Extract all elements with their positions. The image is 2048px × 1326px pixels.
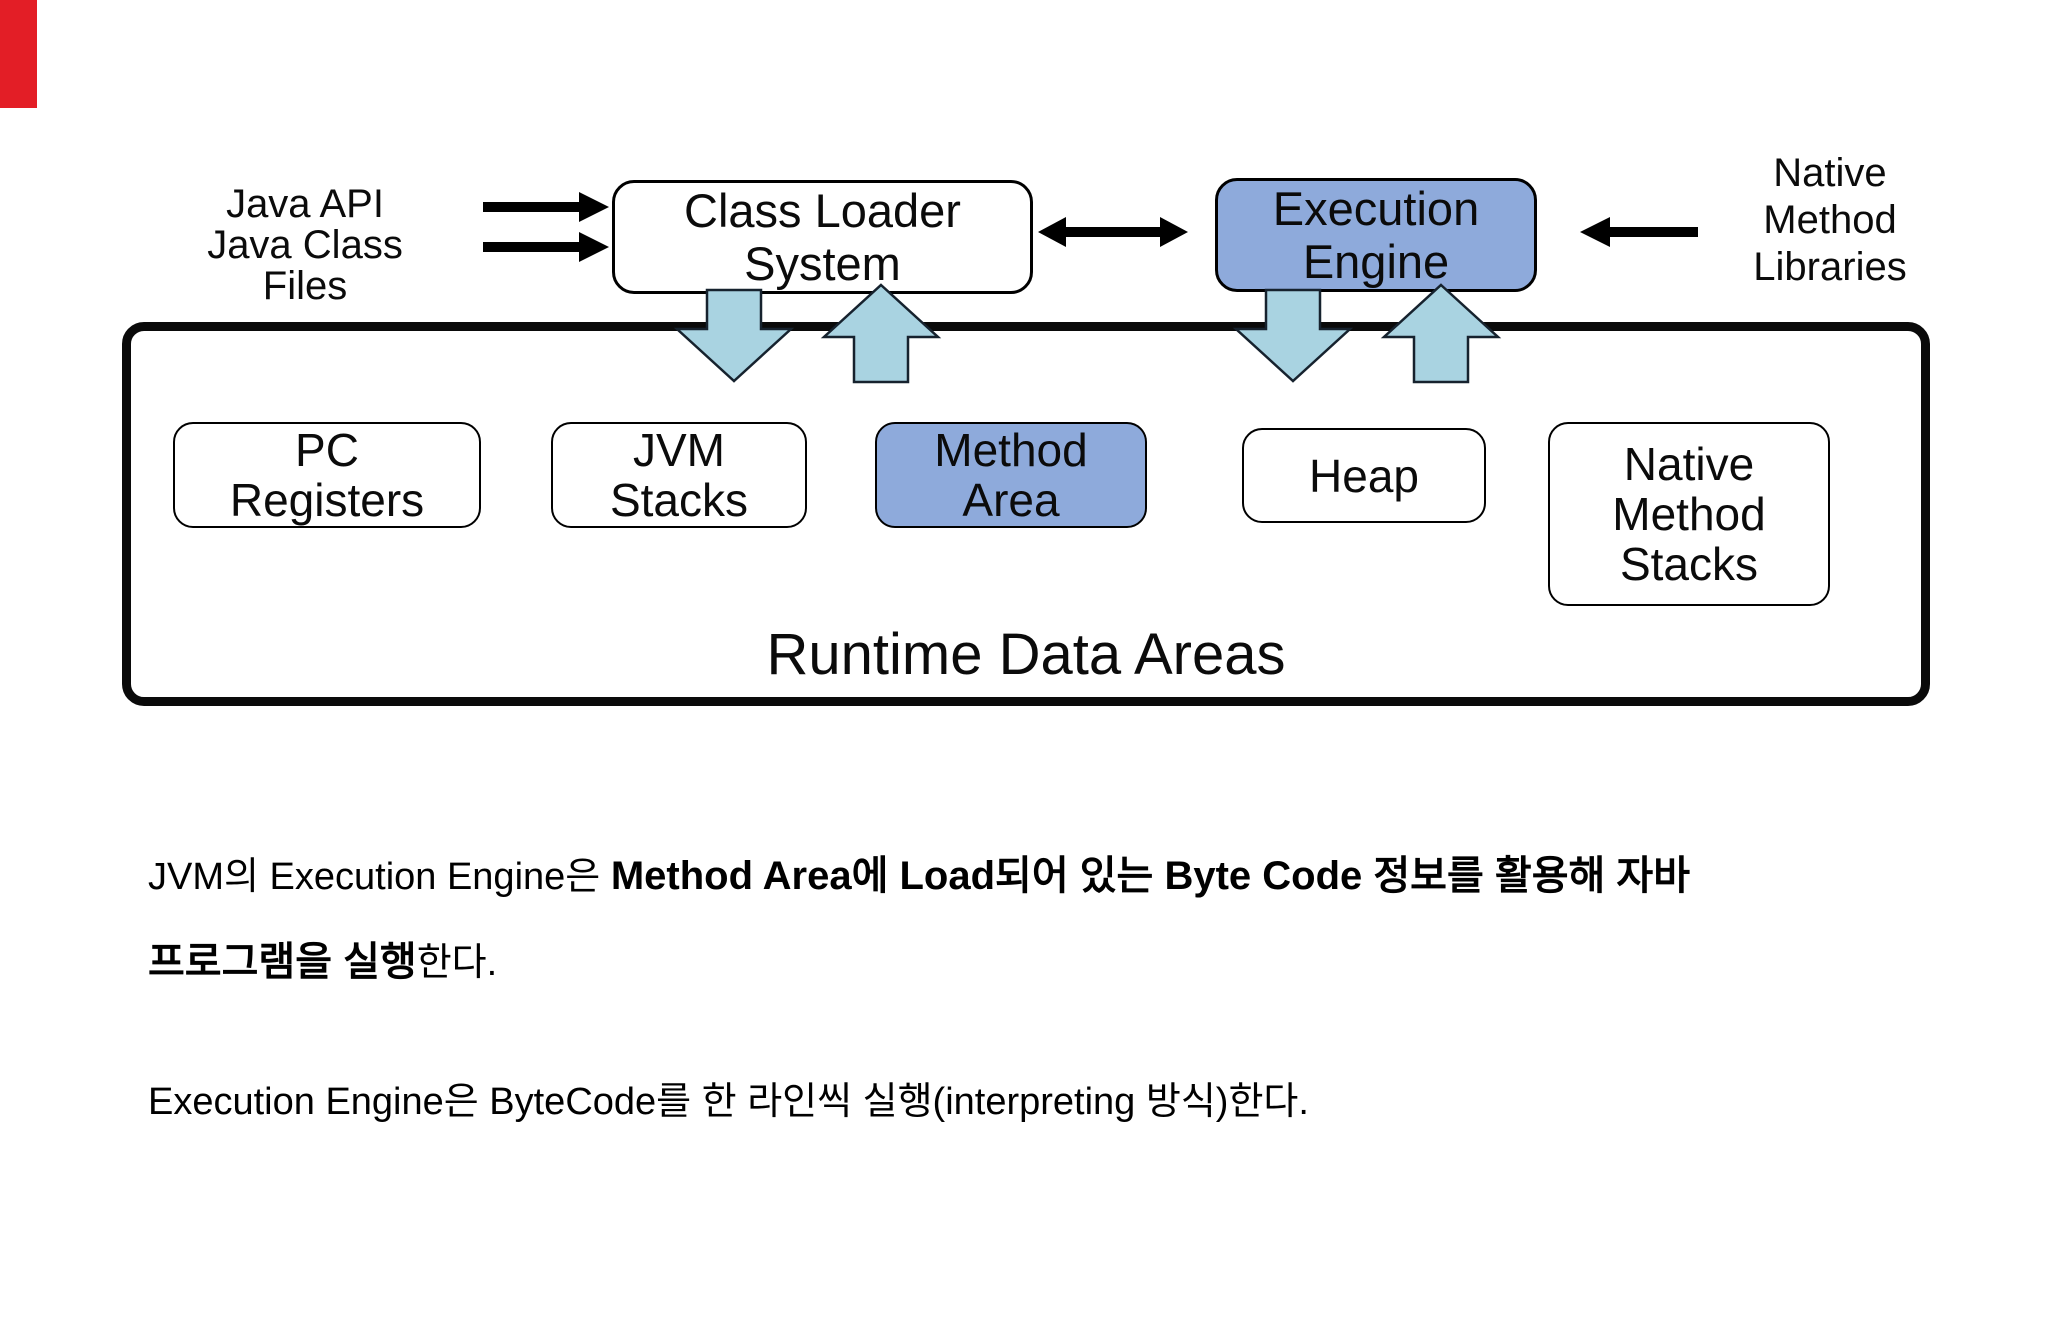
note-line-2: 프로그램을 실행한다. — [148, 940, 498, 984]
arrow-java-class-files-to-class-loader — [483, 232, 609, 262]
class-loader-line2: System — [744, 237, 901, 290]
note-line-3: Execution Engine은 ByteCode를 한 라인씩 실행(int… — [148, 1081, 1309, 1123]
arrow-native-libraries-to-execution-engine — [1580, 217, 1698, 247]
class-loader-line1: Class Loader — [684, 184, 961, 237]
jvm-stacks-box: JVM Stacks — [551, 422, 807, 528]
block-arrow-class-loader-down — [673, 288, 795, 383]
execution-engine-box: Execution Engine — [1215, 178, 1537, 292]
java-class-files-label: Files — [262, 264, 348, 308]
block-arrow-execution-engine-down — [1232, 288, 1354, 383]
block-arrow-execution-engine-up — [1380, 283, 1502, 384]
arrow-java-api-to-class-loader — [483, 192, 609, 222]
java-api-label: Java API — [226, 182, 384, 226]
execution-engine-line1: Execution — [1272, 182, 1480, 235]
execution-engine-line2: Engine — [1302, 235, 1450, 288]
method-area-box: Method Area — [875, 422, 1147, 528]
runtime-data-areas-title: Runtime Data Areas — [766, 622, 1286, 687]
java-class-label: Java Class — [207, 223, 403, 267]
note-line-1: JVM의 Execution Engine은 Method Area에 Load… — [148, 854, 1691, 898]
heap-box: Heap — [1242, 428, 1486, 523]
red-corner-bar — [0, 0, 37, 108]
class-loader-system-box: Class Loader System — [612, 180, 1033, 294]
block-arrow-class-loader-up — [820, 283, 942, 384]
pc-registers-box: PC Registers — [173, 422, 481, 528]
native-method-libraries-label: Native Method Libraries — [1753, 151, 1907, 289]
native-method-stacks-box: Native Method Stacks — [1548, 422, 1830, 606]
java-inputs-label: Java API Java Class Files — [120, 184, 490, 307]
arrow-class-loader-execution-engine — [1038, 217, 1188, 247]
